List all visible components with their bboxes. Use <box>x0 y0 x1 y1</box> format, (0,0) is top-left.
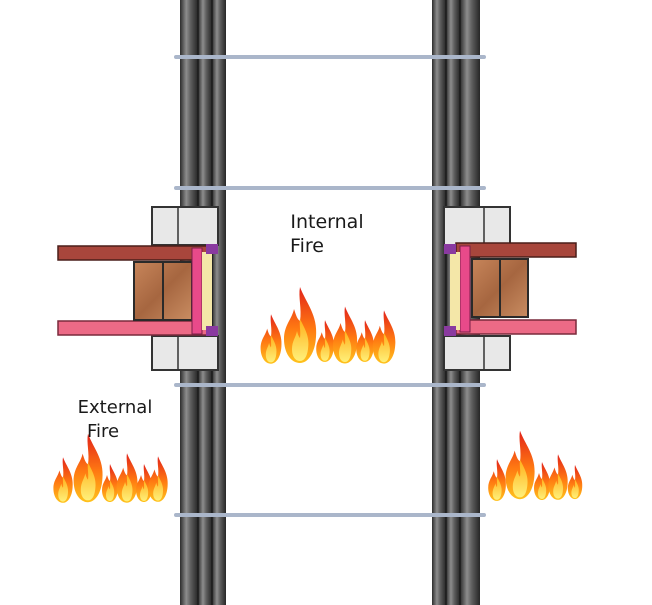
flame-icon <box>548 454 568 500</box>
tie-bars <box>174 55 486 517</box>
left-steel-top-rail <box>57 245 209 261</box>
flame-icon <box>356 320 374 362</box>
right-seal-yellow <box>450 252 460 330</box>
left-seal-purple-bottom <box>206 326 218 336</box>
external-fire-flames-left <box>53 433 168 503</box>
external-fire-label: External Fire <box>50 396 180 444</box>
flame-icon <box>372 310 396 364</box>
flame-icon <box>116 453 138 503</box>
right-block-top <box>443 206 511 246</box>
right-seal-pink <box>459 245 471 333</box>
flame-icon <box>488 459 506 501</box>
left-seal-pink <box>191 247 203 335</box>
flame-icon <box>505 430 535 500</box>
right-seal-purple-top <box>444 244 456 254</box>
external-fire-flames-right <box>488 430 583 501</box>
flame-icon <box>333 306 358 364</box>
left-seal-purple-top <box>206 244 218 254</box>
right-steel-bottom-rail <box>455 319 577 335</box>
right-block-bottom <box>443 335 511 371</box>
internal-fire-label-line2: Fire <box>290 235 324 257</box>
internal-fire-flames <box>260 287 396 364</box>
left-block-bottom <box>151 335 219 371</box>
flame-icon <box>260 314 282 364</box>
right-pipe-inner <box>432 0 446 605</box>
flame-icon <box>284 287 317 363</box>
flame-icon <box>73 433 103 503</box>
internal-fire-label: Internal Fire <box>262 210 392 258</box>
left-steel-bottom-rail <box>57 320 209 336</box>
flame-icon <box>148 456 168 502</box>
left-pipe-inner <box>212 0 226 605</box>
left-block-top <box>151 206 219 246</box>
left-seal-yellow <box>202 252 212 330</box>
external-fire-label-line1: External <box>77 397 153 418</box>
right-seal-purple-bottom <box>444 326 456 336</box>
flame-icon <box>534 462 551 500</box>
internal-fire-label-line1: Internal <box>290 211 364 233</box>
flame-icon <box>316 320 334 362</box>
flame-icon <box>53 457 73 503</box>
flame-icon <box>102 464 119 502</box>
right-steel-top-rail <box>455 242 577 258</box>
left-pipe-column <box>180 0 226 605</box>
left-junction <box>57 206 219 371</box>
right-junction <box>443 206 577 371</box>
flame-icon <box>567 464 583 500</box>
external-fire-label-line2: Fire <box>86 421 120 442</box>
